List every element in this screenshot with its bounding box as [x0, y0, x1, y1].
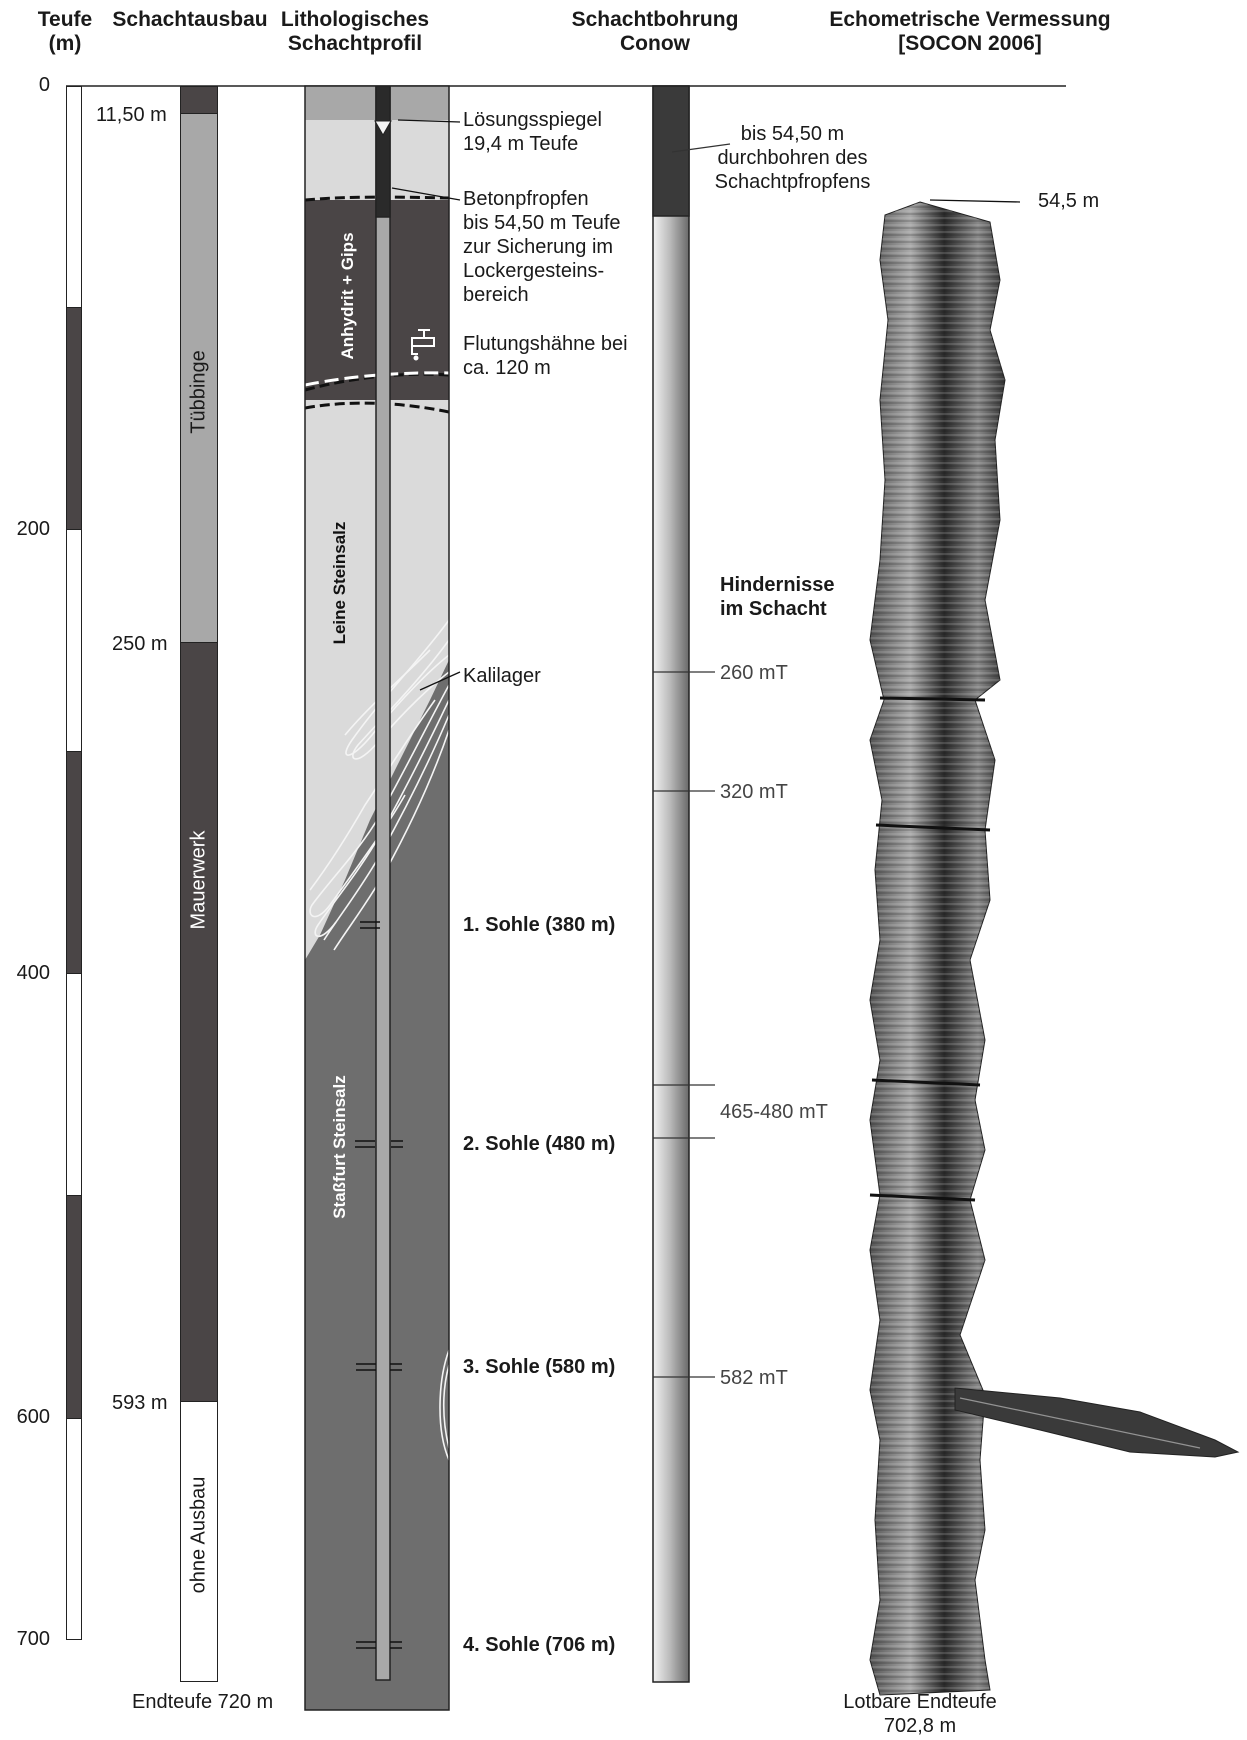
hindernisse-line2: im Schacht	[720, 597, 834, 621]
profile-leine-label: Leine Steinsalz	[330, 522, 350, 645]
loesungsspiegel-line2: 19,4 m Teufe	[463, 132, 602, 156]
profile-stassfurt-label: Staßfurt Steinsalz	[330, 1075, 350, 1219]
echo-log	[870, 200, 1238, 1695]
sohle-4-label: 4. Sohle (706 m)	[463, 1633, 615, 1657]
flutungshaehne-line2: ca. 120 m	[463, 356, 628, 380]
betonpfropfen-label: Betonpfropfen bis 54,50 m Teufe zur Sich…	[463, 187, 621, 307]
hindernis-465-label: 465-480 mT	[720, 1100, 828, 1124]
bohrung-tube	[653, 86, 689, 1682]
betonpfropfen-line2: bis 54,50 m Teufe	[463, 211, 621, 235]
profile-anhydrit-label: Anhydrit + Gips	[338, 232, 358, 359]
echo-shaft-stripes	[870, 202, 1005, 1695]
echo-end-label: Lotbare Endteufe 702,8 m	[820, 1690, 1020, 1738]
loesungsspiegel-label: Lösungsspiegel 19,4 m Teufe	[463, 108, 602, 156]
echo-end-line2: 702,8 m	[820, 1714, 1020, 1738]
bohrung-note-line2: durchbohren des	[700, 146, 885, 170]
betonpfropfen-line5: bereich	[463, 283, 621, 307]
bohrung-note-line3: Schachtpfropfens	[700, 170, 885, 194]
sohle-1-label: 1. Sohle (380 m)	[463, 913, 615, 937]
bohrung-note-line1: bis 54,50 m	[700, 122, 885, 146]
echo-top-leader	[930, 200, 1020, 202]
sohle-2-label: 2. Sohle (480 m)	[463, 1132, 615, 1156]
echo-end-line1: Lotbare Endteufe	[820, 1690, 1020, 1714]
loesungsspiegel-line1: Lösungsspiegel	[463, 108, 602, 132]
hindernis-582-label: 582 mT	[720, 1366, 788, 1390]
hindernisse-line1: Hindernisse	[720, 573, 834, 597]
betonpfropfen-line3: zur Sicherung im	[463, 235, 621, 259]
echo-top-label: 54,5 m	[1038, 189, 1099, 213]
shaft-tube	[376, 86, 390, 1680]
flutungshaehne-line1: Flutungshähne bei	[463, 332, 628, 356]
sohle-3-label: 3. Sohle (580 m)	[463, 1355, 615, 1379]
hindernisse-label: Hindernisse im Schacht	[720, 573, 834, 621]
betonpfropfen-line1: Betonpfropfen	[463, 187, 621, 211]
hindernis-260-label: 260 mT	[720, 661, 788, 685]
kalilager-label: Kalilager	[463, 664, 541, 688]
betonpfropfen-line4: Lockergesteins-	[463, 259, 621, 283]
concrete-plug	[376, 86, 390, 217]
bohrung-note: bis 54,50 m durchbohren des Schachtpfrop…	[700, 122, 885, 194]
hindernis-320-label: 320 mT	[720, 780, 788, 804]
flutungshaehne-label: Flutungshähne bei ca. 120 m	[463, 332, 628, 380]
